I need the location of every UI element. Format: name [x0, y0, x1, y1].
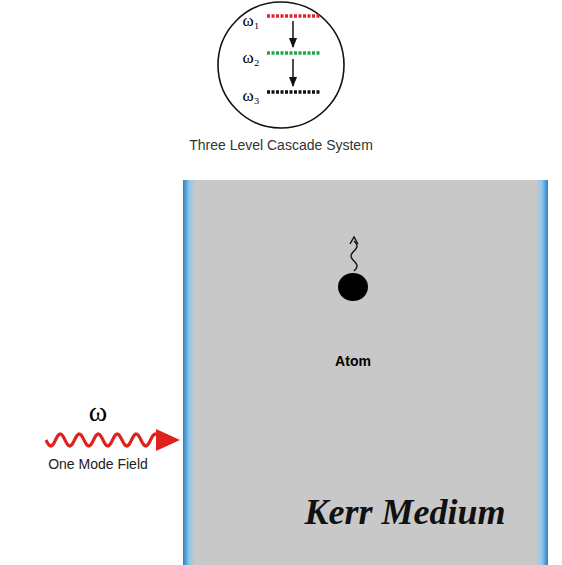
level-circle: ω₁ ω₂ ω₃ Three Level Cascade System [181, 0, 381, 160]
field-wave [46, 434, 160, 446]
transition-arrow [292, 21, 294, 47]
level-frequency: ω₃ [242, 86, 259, 106]
atom-dot [338, 273, 368, 301]
circle-outline [181, 0, 381, 160]
transition-arrow [292, 59, 294, 86]
atom-label: Atom [335, 353, 371, 369]
level-frequency: ω₂ [242, 48, 259, 68]
energy-level [267, 90, 321, 94]
atom: Atom [313, 235, 393, 380]
system-caption: Three Level Cascade System [189, 137, 373, 153]
medium-title: Kerr Medium [304, 492, 505, 533]
field-wave-arrow [46, 429, 180, 451]
circle-outline [218, 2, 344, 128]
field-arrowhead [156, 429, 180, 451]
kerr-medium-fill [183, 180, 548, 565]
left-mirror [183, 180, 195, 565]
energy-level [267, 51, 321, 55]
field-frequency: ω [89, 396, 107, 428]
field-caption: One Mode Field [48, 456, 148, 472]
energy-level [267, 14, 321, 18]
right-mirror [536, 180, 548, 565]
level-frequency: ω₁ [242, 11, 259, 31]
kerr-cavity: AtomKerr Medium [183, 180, 548, 565]
